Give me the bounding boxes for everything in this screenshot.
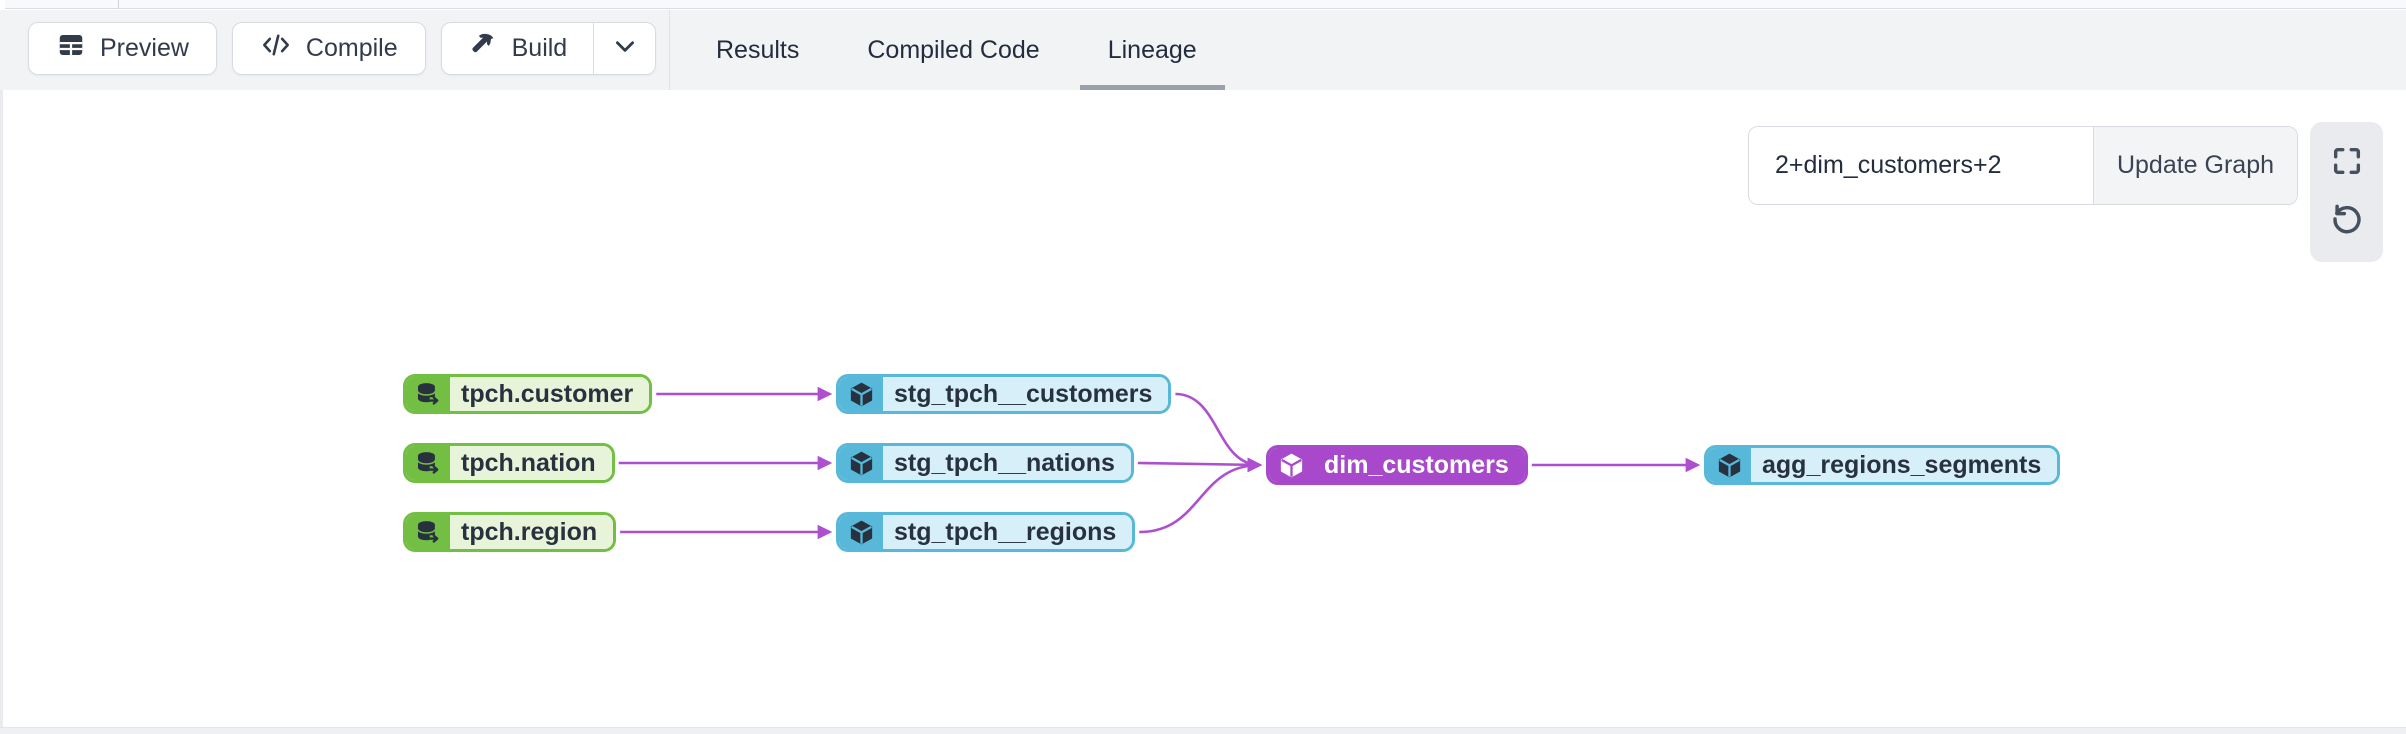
update-graph-button[interactable]: Update Graph — [2093, 127, 2297, 204]
build-button-group: Build — [440, 22, 657, 75]
compile-button[interactable]: Compile — [231, 22, 426, 75]
source-icon — [416, 520, 439, 543]
active-file-tab-edge — [0, 0, 5, 9]
graph-tools-panel — [2310, 122, 2383, 262]
lineage-canvas[interactable]: Update Graph tpch.customer tpch.nation t… — [0, 90, 2406, 727]
model-icon — [1718, 453, 1740, 477]
reset-icon — [2329, 201, 2365, 242]
source-icon — [416, 382, 439, 405]
build-button-label: Build — [511, 34, 568, 62]
lineage-node-tpch.nation[interactable]: tpch.nation — [403, 443, 615, 483]
node-label: stg_tpch__nations — [883, 446, 1131, 480]
model-icon — [850, 382, 872, 406]
edge-stg_tpch__customers-to-dim_customers — [1175, 392, 1263, 473]
node-label: tpch.region — [450, 515, 614, 549]
preview-button-label: Preview — [100, 34, 189, 62]
node-label: stg_tpch__regions — [883, 515, 1133, 549]
code-icon — [260, 30, 292, 67]
preview-button[interactable]: Preview — [28, 22, 217, 75]
source-icon — [416, 451, 439, 474]
compile-button-label: Compile — [305, 34, 398, 62]
lineage-node-tpch.customer[interactable]: tpch.customer — [403, 374, 653, 414]
model-icon — [1280, 453, 1302, 477]
node-label: agg_regions_segments — [1751, 448, 2058, 482]
node-label: dim_customers — [1313, 448, 1525, 482]
tab-results-label: Results — [716, 35, 800, 64]
result-tabs: Results Compiled Code Lineage — [682, 10, 1231, 90]
edge-stg_tpch__regions-to-dim_customers — [1139, 457, 1263, 534]
fullscreen-button[interactable] — [2323, 139, 2371, 187]
node-label: stg_tpch__customers — [883, 377, 1169, 411]
node-label: tpch.nation — [450, 446, 612, 480]
build-dropdown-button[interactable] — [593, 23, 655, 74]
tab-compiled-code[interactable]: Compiled Code — [833, 10, 1073, 90]
tab-results[interactable]: Results — [682, 10, 833, 90]
lineage-node-agg_regions_segments[interactable]: agg_regions_segments — [1704, 445, 2061, 485]
build-button[interactable]: Build — [442, 23, 594, 74]
lineage-node-tpch.region[interactable]: tpch.region — [403, 512, 617, 552]
hammer-icon — [468, 30, 498, 67]
model-icon — [850, 520, 872, 544]
action-buttons: Preview Compile Build — [28, 22, 657, 75]
file-tab-divider — [118, 0, 119, 9]
tab-lineage-label: Lineage — [1107, 35, 1197, 64]
model-selector-group: Update Graph — [1748, 126, 2298, 205]
chevron-down-icon — [612, 33, 638, 64]
lineage-node-stg_tpch__nations[interactable]: stg_tpch__nations — [836, 443, 1134, 483]
toolbar-divider — [669, 10, 670, 90]
model-icon — [850, 451, 872, 475]
tab-compiled-code-label: Compiled Code — [867, 35, 1040, 64]
status-strip — [0, 727, 2406, 734]
lineage-node-stg_tpch__regions[interactable]: stg_tpch__regions — [836, 512, 1136, 552]
editor-toolbar: Preview Compile Build Results Compi — [0, 10, 2406, 90]
lineage-node-stg_tpch__customers[interactable]: stg_tpch__customers — [836, 374, 1172, 414]
edge-stg_tpch__nations-to-dim_customers — [1137, 457, 1263, 473]
reset-view-button[interactable] — [2323, 197, 2371, 245]
fullscreen-icon — [2330, 144, 2364, 183]
node-label: tpch.customer — [450, 377, 650, 411]
tab-lineage[interactable]: Lineage — [1074, 10, 1231, 90]
model-selector-input[interactable] — [1749, 127, 2093, 204]
table-grid-icon — [56, 30, 86, 67]
lineage-node-dim_customers[interactable]: dim_customers — [1266, 445, 1528, 485]
file-tabbar-strip — [0, 0, 2406, 9]
